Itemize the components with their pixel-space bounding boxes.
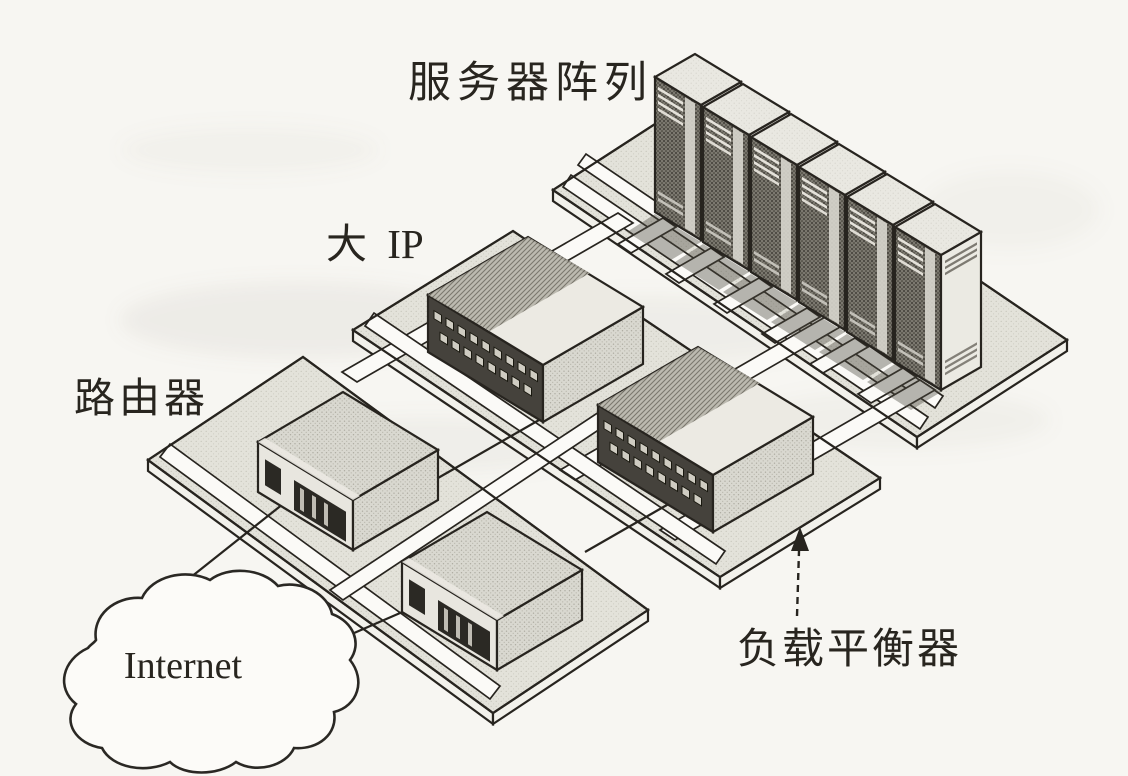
platform-outlines bbox=[146, 91, 1069, 715]
label-server-array: 服务器阵列 bbox=[408, 60, 653, 107]
label-router: 路由器 bbox=[74, 375, 209, 421]
label-big-ip: 大 IP bbox=[326, 221, 424, 267]
label-internet: Internet bbox=[123, 645, 243, 687]
load-balancer-arrow bbox=[791, 527, 809, 617]
arrowhead bbox=[791, 527, 809, 551]
internet-cloud bbox=[62, 569, 360, 774]
network-lane bbox=[363, 311, 727, 566]
label-load-balancer: 负载平衡器 bbox=[737, 627, 963, 673]
